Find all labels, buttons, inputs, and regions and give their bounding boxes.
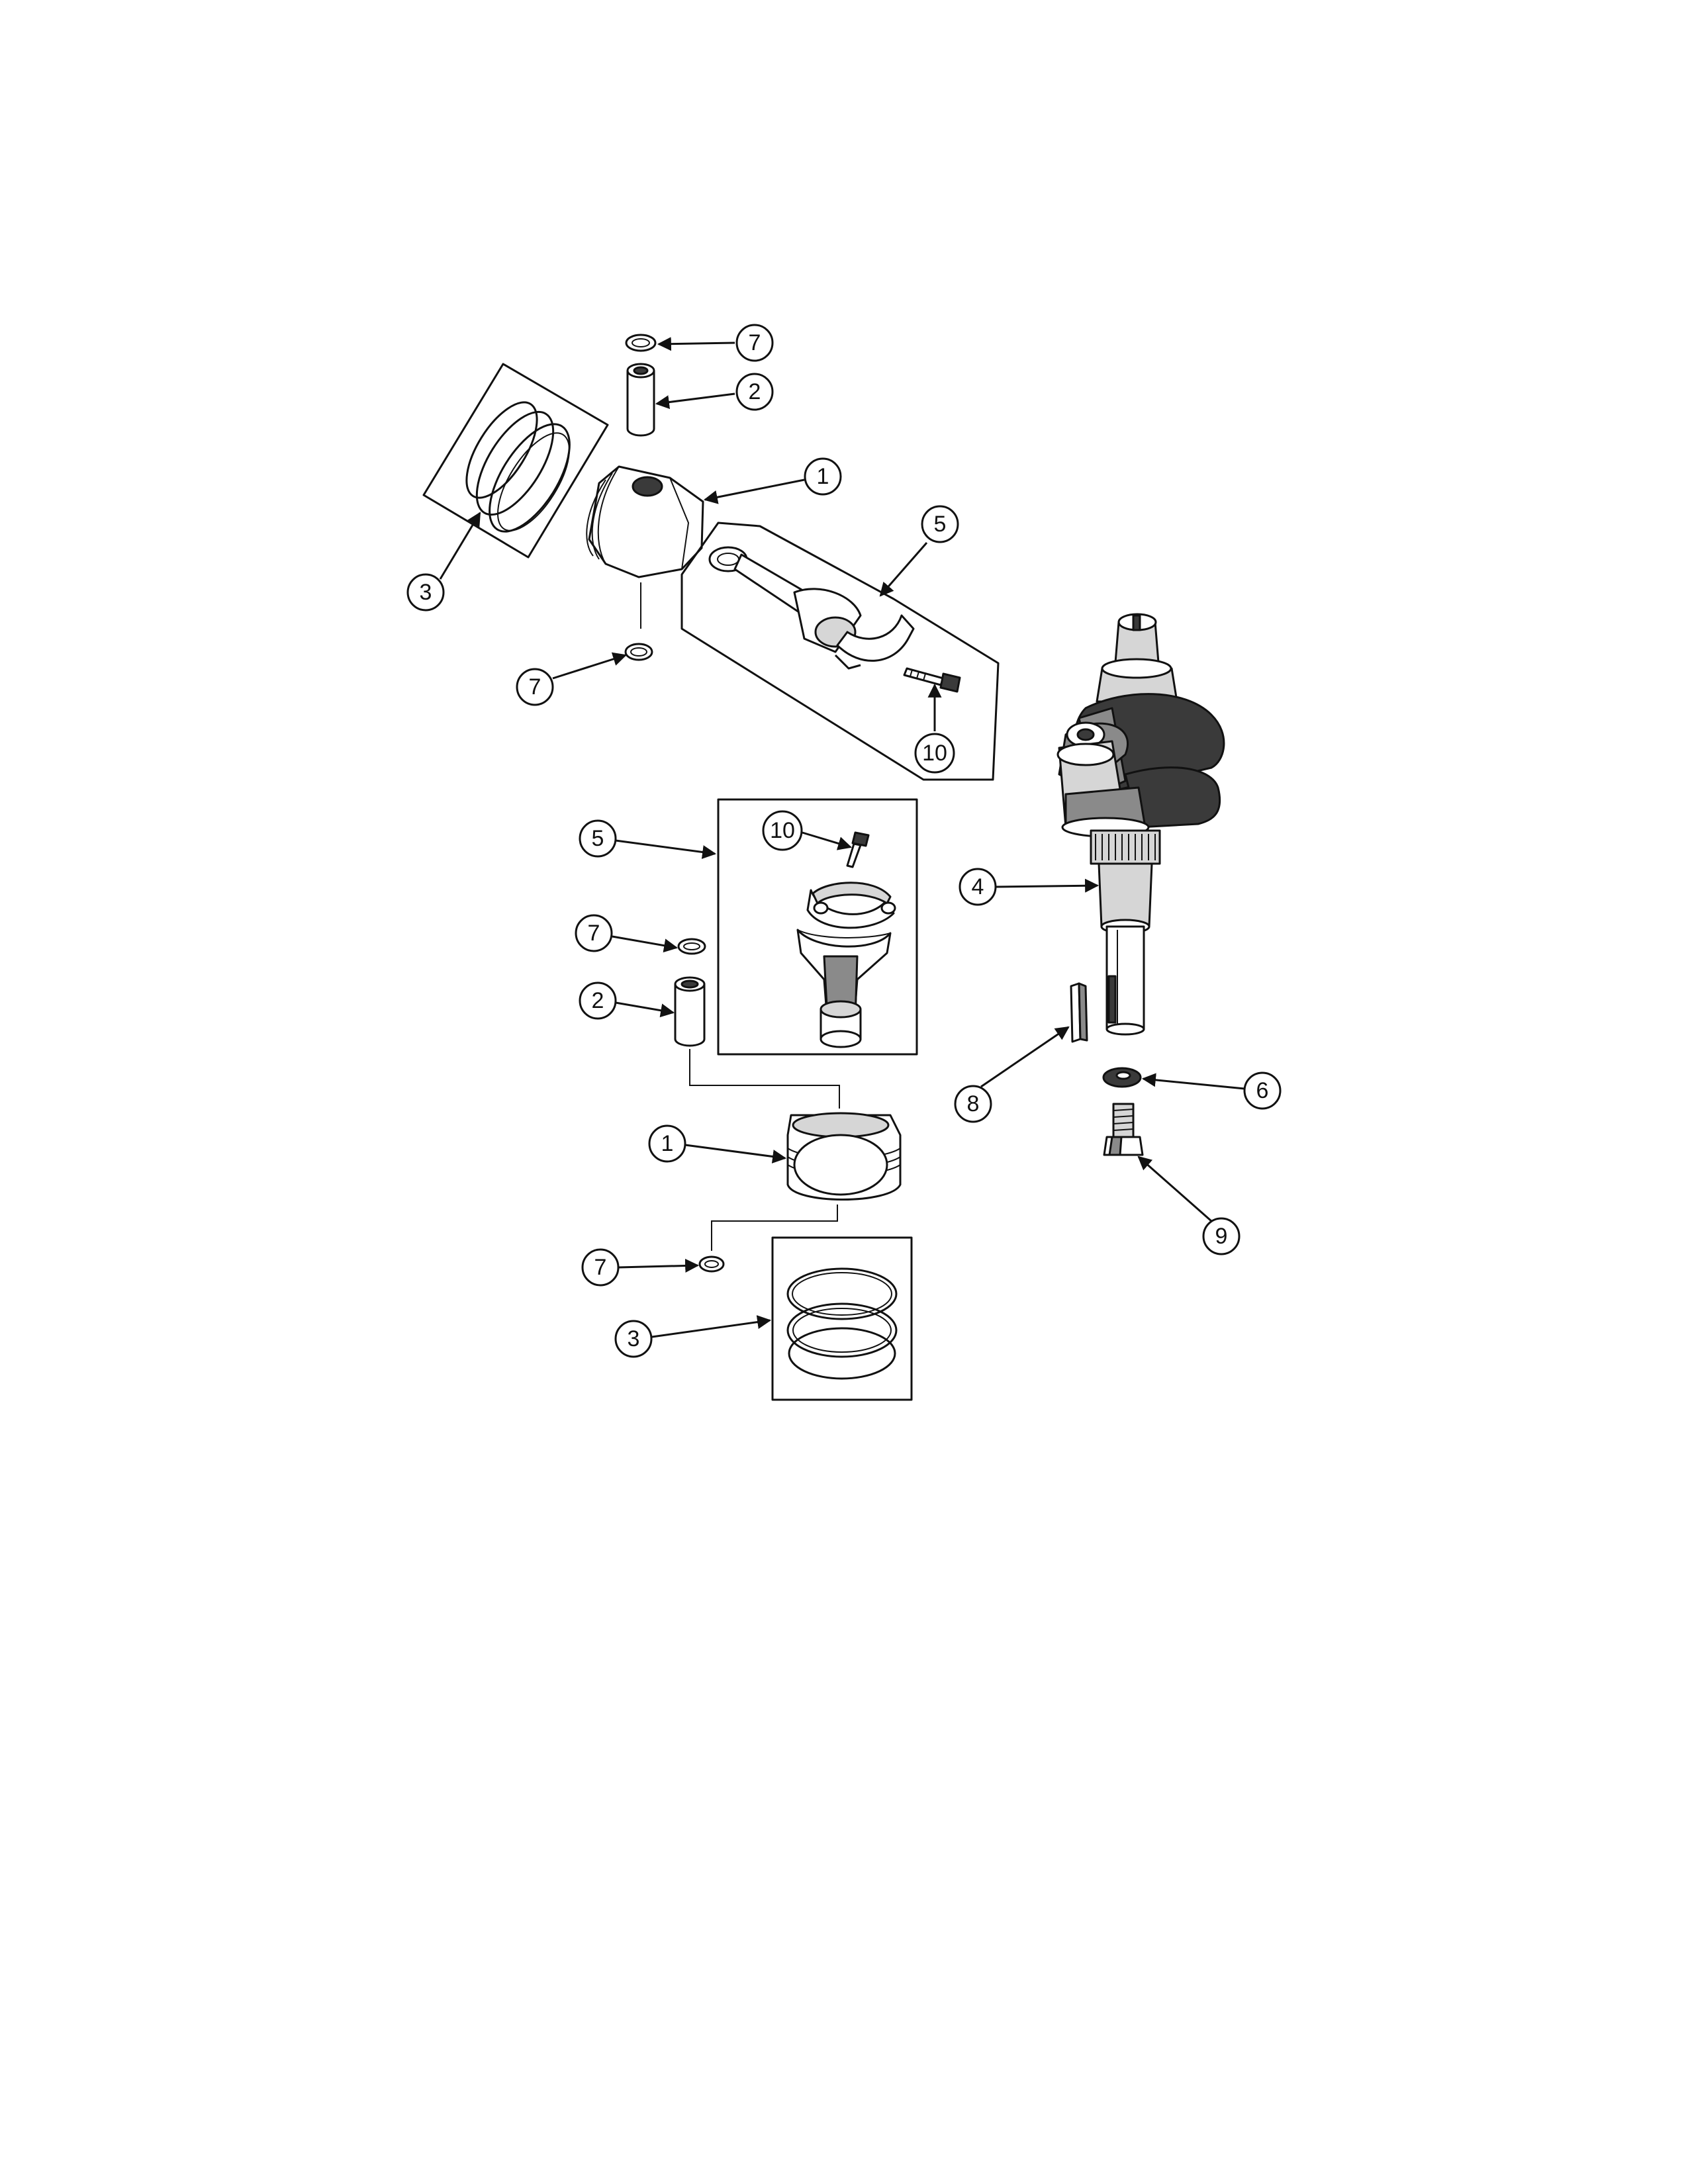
piston-pin-lower [674, 976, 840, 1109]
svg-text:8: 8 [967, 1091, 980, 1116]
callout-5: 5 [579, 819, 617, 858]
leader-8 [980, 1026, 1070, 1088]
svg-text:7: 7 [749, 330, 761, 355]
leader-lines [439, 337, 1245, 1338]
svg-text:10: 10 [922, 741, 947, 766]
piston-lower [711, 1112, 902, 1251]
circlip-lower-bottom [698, 1255, 725, 1273]
callout-3: 3 [614, 1320, 653, 1358]
flat-washer [1102, 1067, 1142, 1088]
leader-10b [802, 831, 853, 850]
callout-2: 2 [579, 981, 617, 1020]
leader-6 [1141, 1073, 1245, 1090]
piston-ring-set-lower [771, 1236, 913, 1401]
leader-1a [703, 478, 805, 504]
leader-7c [612, 935, 679, 953]
callout-group: 7 2 1 3 5 7 10 5 10 7 2 1 7 3 4 8 6 9 [406, 324, 1282, 1358]
callout-5: 5 [921, 505, 959, 543]
callout-8: 8 [954, 1085, 992, 1123]
callout-10: 10 [762, 810, 803, 851]
leader-5b [615, 839, 717, 859]
leader-9 [1137, 1156, 1212, 1222]
callout-7: 7 [735, 324, 774, 362]
leader-7d [618, 1258, 700, 1273]
callout-3: 3 [406, 573, 445, 612]
callout-7: 7 [575, 914, 613, 952]
svg-text:3: 3 [628, 1326, 640, 1351]
callout-9: 9 [1202, 1217, 1241, 1255]
crank-bolt [1103, 1103, 1144, 1156]
svg-text:5: 5 [934, 512, 947, 537]
leader-4 [996, 878, 1100, 893]
svg-text:7: 7 [594, 1255, 607, 1280]
svg-text:1: 1 [661, 1131, 674, 1156]
callout-7: 7 [516, 668, 554, 706]
callout-10: 10 [914, 733, 955, 774]
svg-text:2: 2 [749, 379, 761, 404]
callout-2: 2 [735, 373, 774, 411]
leader-7a [657, 337, 735, 351]
piston-ring-set-upper [422, 363, 609, 559]
piston-pin-upper [626, 363, 655, 437]
svg-text:1: 1 [817, 464, 829, 489]
svg-text:2: 2 [592, 988, 604, 1013]
svg-text:10: 10 [770, 818, 795, 843]
leader-5a [879, 542, 928, 597]
leader-3b [651, 1315, 772, 1338]
leader-2b [615, 1001, 675, 1018]
shaft-key [1070, 982, 1088, 1043]
piston-upper [586, 465, 704, 578]
leader-1b [684, 1144, 787, 1163]
circlip-upper-bottom [624, 643, 653, 661]
circlip-upper-top [625, 334, 657, 352]
leader-7b [552, 652, 628, 680]
svg-text:6: 6 [1256, 1078, 1269, 1103]
leader-3a [439, 512, 481, 580]
callout-1: 1 [648, 1124, 686, 1163]
svg-text:7: 7 [588, 921, 600, 946]
connecting-rod-box-lower [717, 798, 918, 1056]
svg-text:4: 4 [972, 874, 984, 899]
leader-2a [655, 392, 735, 410]
svg-text:7: 7 [529, 674, 541, 700]
callout-7: 7 [581, 1248, 620, 1287]
callout-4: 4 [959, 868, 997, 906]
crankshaft [1056, 613, 1225, 1036]
svg-text:3: 3 [420, 580, 432, 605]
connecting-rod-box-upper [680, 522, 1000, 781]
svg-text:9: 9 [1215, 1224, 1228, 1249]
svg-text:5: 5 [592, 826, 604, 851]
callout-1: 1 [804, 457, 842, 496]
callout-6: 6 [1243, 1071, 1282, 1110]
circlip-lower-top [677, 938, 706, 955]
